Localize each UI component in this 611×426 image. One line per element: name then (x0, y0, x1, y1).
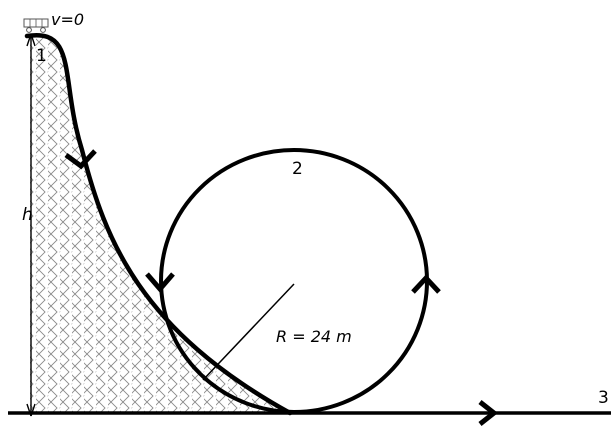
velocity-label: v=0 (51, 10, 84, 29)
slope-direction-arrow-icon (64, 149, 97, 170)
loop-left-down-arrow-icon (145, 272, 175, 293)
cart-icon (23, 18, 49, 33)
height-label: h (22, 205, 33, 225)
loop-circle (159, 148, 429, 414)
exit-direction-arrow-icon (478, 400, 499, 426)
radius-line (202, 283, 295, 381)
loop-right-up-arrow-icon (411, 274, 441, 294)
point-2-label: 2 (292, 159, 303, 179)
height-dimension-arrow (26, 33, 36, 417)
point-3-label: 3 (598, 388, 609, 408)
point-1-label: 1 (36, 46, 47, 66)
slope-track (24, 32, 293, 416)
radius-label: R = 24 m (276, 327, 352, 346)
